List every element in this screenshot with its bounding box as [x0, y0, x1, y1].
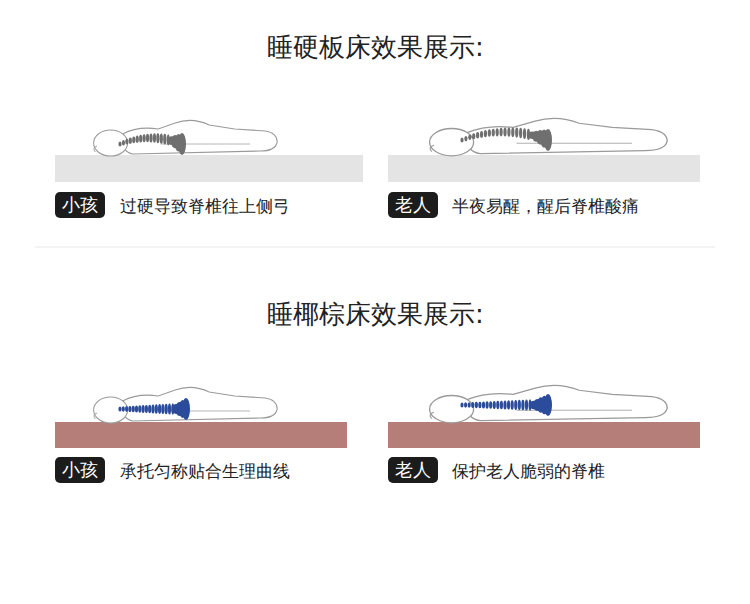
spine-vertebra: [155, 404, 158, 413]
spine-vertebra: [514, 400, 517, 410]
spine-vertebra: [118, 142, 121, 147]
spine-vertebra: [156, 133, 159, 143]
spine-vertebra: [507, 400, 510, 409]
person-badge: 小孩: [55, 457, 105, 483]
spine-vertebra: [503, 128, 506, 137]
spine-vertebra: [160, 134, 163, 144]
section-heading: 睡椰棕床效果展示:: [267, 297, 484, 332]
spine-vertebra: [480, 131, 483, 138]
spine-vertebra: [471, 402, 474, 408]
spine-vertebra: [521, 400, 524, 411]
spine-vertebra: [132, 136, 135, 143]
spine-vertebra: [118, 407, 121, 412]
spine-vertebra: [143, 134, 146, 142]
spine-vertebra: [489, 401, 492, 409]
spine-vertebra: [132, 406, 135, 413]
spine-vertebra: [523, 128, 526, 139]
effect-note: 保护老人脆弱的脊椎: [452, 460, 605, 483]
spine-vertebra: [163, 134, 166, 145]
spine-vertebra: [503, 401, 506, 410]
spine-vertebra: [464, 402, 467, 407]
spine-vertebra: [499, 128, 502, 137]
spine-vertebra: [122, 406, 125, 411]
spine-vertebra: [125, 406, 128, 412]
spine-vertebra: [518, 400, 521, 410]
spine-vertebra: [493, 401, 496, 409]
spine-vertebra: [475, 402, 478, 408]
spine-vertebra: [482, 402, 485, 409]
spine-vertebra: [148, 405, 151, 414]
effect-note: 过硬导致脊椎往上侧弓: [120, 195, 290, 218]
spine-vertebra: [182, 398, 190, 420]
effect-note: 半夜易醒，醒后脊椎酸痛: [452, 195, 639, 218]
spine-vertebra: [139, 135, 142, 143]
spine-vertebra: [146, 134, 149, 143]
spine-vertebra: [485, 401, 488, 408]
person-badge: 小孩: [55, 192, 105, 218]
spine-vertebra: [128, 406, 131, 412]
spine-vertebra: [468, 134, 471, 140]
badge-text: 老人: [395, 459, 431, 480]
spine-vertebra: [125, 139, 128, 145]
spine-vertebra: [161, 404, 164, 414]
spine-vertebra: [464, 136, 467, 141]
spine-vertebra: [515, 128, 518, 138]
spine-vertebra: [511, 400, 514, 410]
spine-vertebra: [500, 401, 503, 410]
badge-text: 小孩: [62, 194, 98, 215]
spine-vertebra: [178, 133, 186, 155]
spine-vertebra: [476, 132, 479, 138]
spine-vertebra: [168, 404, 171, 415]
spine-vertebra: [544, 394, 552, 416]
spine-vertebra: [460, 138, 463, 143]
spine-vertebra: [138, 405, 141, 412]
spine-vertebra: [145, 405, 148, 413]
spine-vertebra: [525, 400, 528, 411]
spine-vertebra: [519, 128, 522, 138]
spine-vertebra: [149, 134, 152, 143]
spine-vertebra: [460, 403, 463, 408]
person-badge: 老人: [388, 457, 438, 483]
spine-vertebra: [122, 140, 125, 145]
spine-vertebra: [507, 127, 510, 136]
spine-vertebra: [544, 129, 552, 151]
spine-vertebra: [472, 133, 475, 139]
spine-vertebra: [511, 127, 514, 137]
spine-vertebra: [151, 405, 154, 414]
badge-text: 老人: [395, 194, 431, 215]
person-badge: 老人: [388, 192, 438, 218]
badge-text: 小孩: [62, 459, 98, 480]
spine-vertebra: [153, 133, 156, 142]
spine-vertebra: [158, 404, 161, 414]
spine-vertebra: [478, 402, 481, 409]
spine-vertebra: [484, 130, 487, 137]
spine-vertebra: [496, 128, 499, 136]
spine-vertebra: [496, 401, 499, 409]
section-heading: 睡硬板床效果展示:: [267, 30, 484, 65]
spine-vertebra: [492, 129, 495, 137]
spine-vertebra: [136, 136, 139, 143]
spine-vertebra: [129, 138, 132, 144]
spine-vertebra: [135, 406, 138, 413]
spine-vertebra: [468, 402, 471, 408]
effect-note: 承托匀称贴合生理曲线: [120, 460, 290, 483]
spine-vertebra: [165, 404, 168, 415]
spine-vertebra: [488, 129, 491, 137]
spine-vertebra: [142, 405, 145, 413]
